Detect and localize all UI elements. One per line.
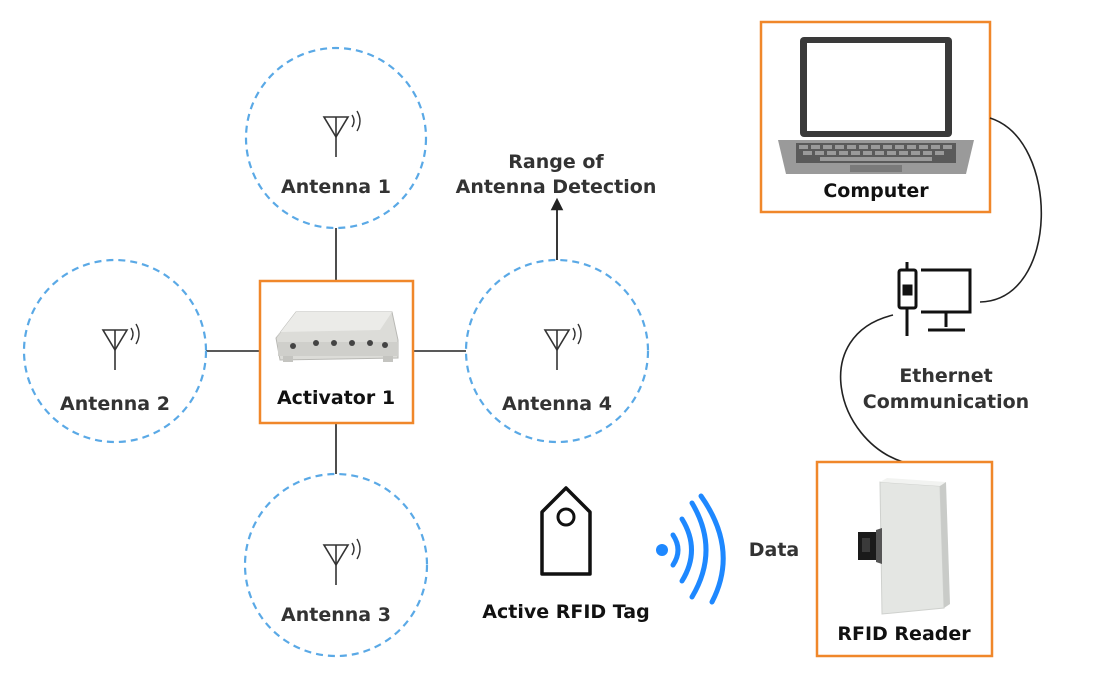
rfid-reader-panel-icon: [858, 478, 950, 615]
antenna-1-label: Antenna 1: [281, 176, 391, 198]
data-label: Data: [749, 539, 800, 561]
cable-computer-to-ethernet: [979, 117, 1043, 303]
antenna-3-label: Antenna 3: [281, 604, 391, 626]
ethernet-label-line1: Ethernet: [899, 365, 992, 387]
antenna-4-range: [464, 258, 650, 444]
antenna-2-label: Antenna 2: [60, 393, 170, 415]
rfid-tag-icon: [540, 486, 592, 576]
tag-label: Active RFID Tag: [482, 601, 649, 623]
activator-label: Activator 1: [277, 387, 395, 409]
ethernet-label-line2: Communication: [863, 391, 1029, 413]
ethernet-network-icon: [897, 262, 972, 336]
antenna-1-icon: [322, 110, 361, 157]
range-note-line1: Range of: [508, 151, 604, 173]
antenna-4-icon: [543, 323, 582, 370]
antenna-4-label: Antenna 4: [502, 393, 612, 415]
computer-label: Computer: [823, 180, 929, 202]
wireless-signal-icon: [656, 493, 726, 605]
antenna-1-range: [244, 46, 428, 230]
antenna-3-icon: [322, 538, 361, 585]
antenna-3-range: [243, 472, 429, 658]
laptop-icon: [778, 37, 974, 174]
antenna-2-range: [22, 258, 208, 444]
device-box-icon: [275, 311, 399, 362]
range-note-line2: Antenna Detection: [456, 176, 657, 198]
cable-ethernet-to-reader: [840, 314, 904, 463]
antenna-2-icon: [101, 323, 140, 370]
reader-label: RFID Reader: [837, 623, 971, 645]
